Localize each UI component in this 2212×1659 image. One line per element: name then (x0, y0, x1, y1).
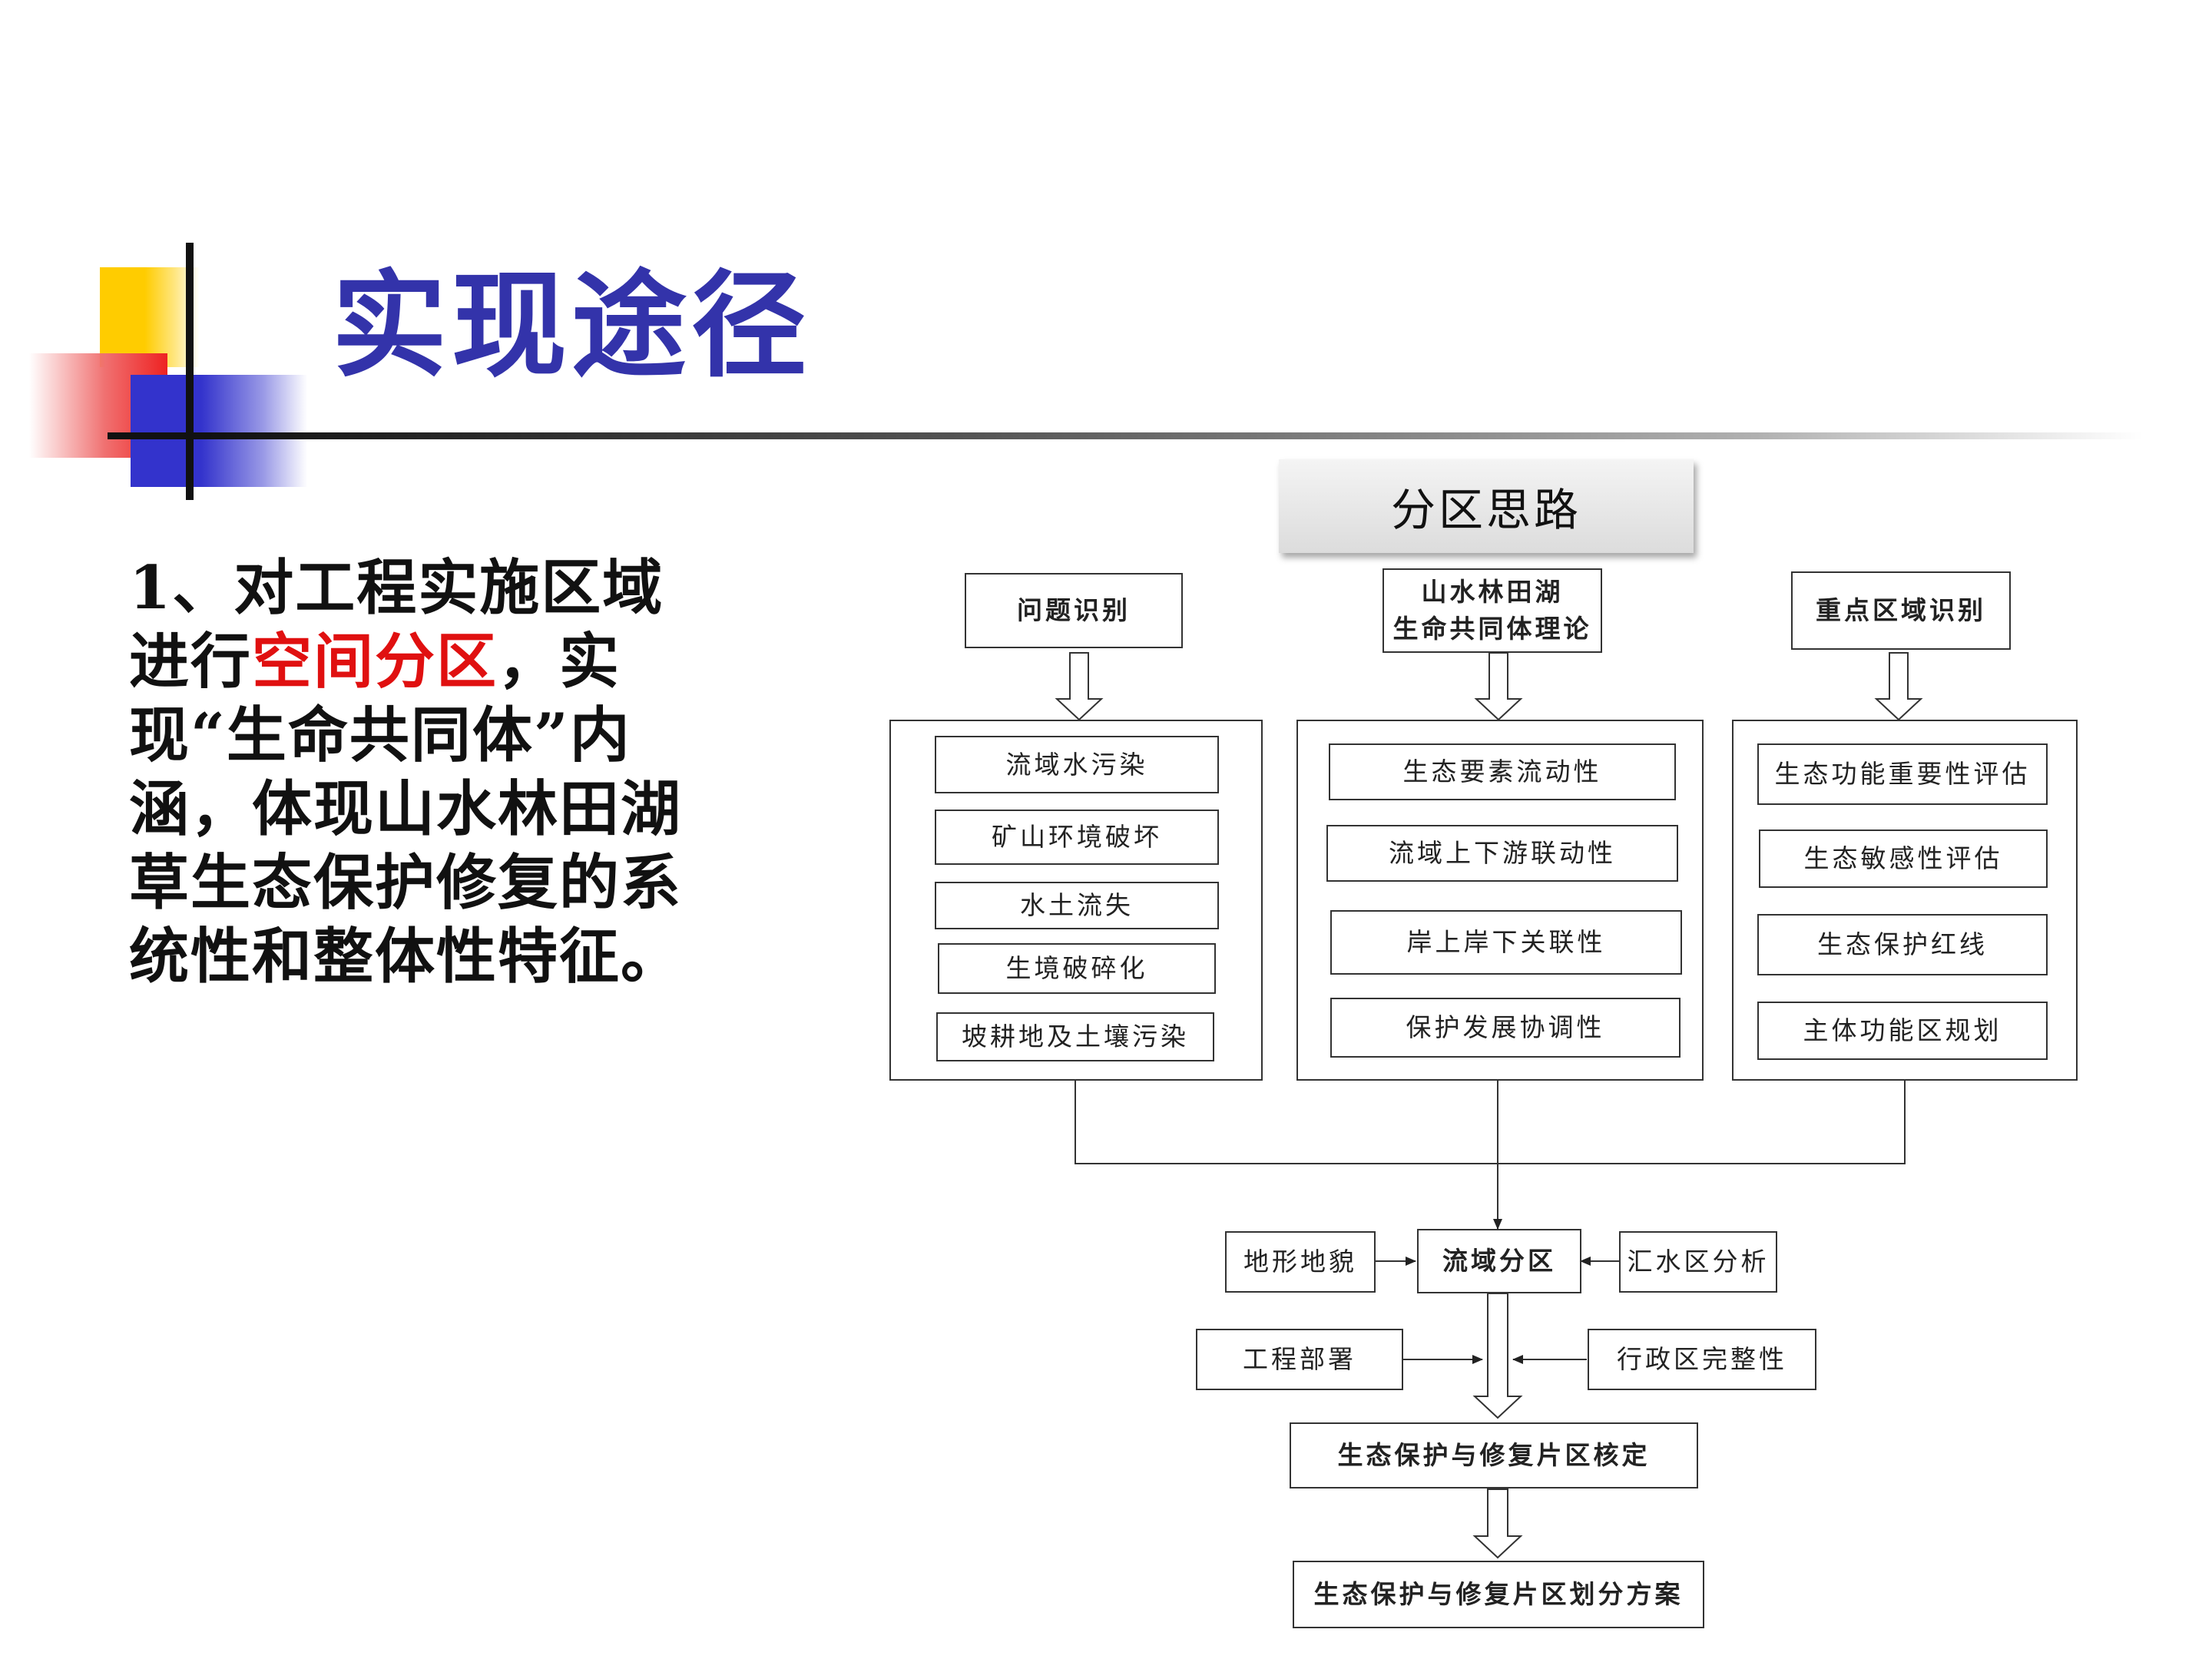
col3-label: 重点区域识别 (1816, 595, 1986, 626)
col1-group (889, 720, 1263, 1081)
slide-title: 实现途径 (332, 260, 812, 393)
collector-line (1075, 1081, 1906, 1164)
col1-item-3: 水土流失 (935, 882, 1219, 929)
arrow-down-step2 (1472, 1488, 1523, 1559)
paragraph-highlight: 空间分区 (252, 627, 498, 697)
decor-blue-square (131, 375, 307, 487)
col1-label: 问题识别 (1017, 595, 1131, 626)
col2-label-line2: 生命共同体理论 (1392, 614, 1592, 644)
arrow-down-col2 (1474, 652, 1523, 721)
left-input-2: 工程部署 (1196, 1329, 1403, 1390)
col3-item-4: 主体功能区规划 (1757, 1002, 2048, 1060)
title-underline (207, 432, 2143, 439)
col3-group (1732, 720, 2078, 1081)
arrow-down-col1 (1055, 652, 1104, 721)
col3-item-3: 生态保护红线 (1757, 914, 2048, 975)
right-input-1: 汇水区分析 (1619, 1231, 1777, 1293)
col2-label-line1: 山水林田湖 (1421, 577, 1564, 608)
col3-item-2: 生态敏感性评估 (1759, 830, 2048, 888)
col3-label-box: 重点区域识别 (1791, 571, 2011, 650)
body-paragraph: 1、对工程实施区域进行空间分区，实现“生命共同体”内涵，体现山水林田湖草生态保护… (129, 551, 713, 994)
left-input-1: 地形地貌 (1225, 1231, 1376, 1293)
step-3-box: 生态保护与修复片区划分方案 (1293, 1561, 1704, 1628)
col1-label-box: 问题识别 (965, 573, 1183, 648)
decor-vertical-line (186, 243, 194, 500)
col2-label-box: 山水林田湖 生命共同体理论 (1382, 568, 1602, 653)
col2-item-3: 岸上岸下关联性 (1330, 910, 1682, 975)
right-input-2: 行政区完整性 (1588, 1329, 1816, 1390)
decor-yellow-square (100, 267, 200, 367)
center-box: 流域分区 (1417, 1229, 1581, 1293)
col1-item-5: 坡耕地及土壤污染 (936, 1012, 1214, 1061)
step-2-box: 生态保护与修复片区核定 (1290, 1422, 1698, 1488)
decor-horizontal-line (108, 432, 207, 439)
col2-item-1: 生态要素流动性 (1329, 743, 1676, 800)
flowchart-heading: 分区思路 (1279, 459, 1694, 553)
col1-item-1: 流域水污染 (935, 736, 1219, 793)
arrow-down-center (1472, 1293, 1523, 1419)
arrow-down-col3 (1874, 652, 1923, 721)
col3-item-1: 生态功能重要性评估 (1757, 743, 2048, 805)
col1-item-4: 生境破碎化 (938, 943, 1216, 994)
col1-item-2: 矿山环境破坏 (935, 810, 1219, 865)
col2-item-2: 流域上下游联动性 (1326, 825, 1678, 882)
col2-group (1296, 720, 1704, 1081)
paragraph-text-2: ，实现“生命共同体”内涵，体现山水林田湖草生态保护修复的系统性和整体性特征。 (129, 627, 683, 992)
paragraph-text-1: 1、对工程实施区域进行 (129, 553, 664, 697)
col2-item-4: 保护发展协调性 (1330, 998, 1681, 1058)
